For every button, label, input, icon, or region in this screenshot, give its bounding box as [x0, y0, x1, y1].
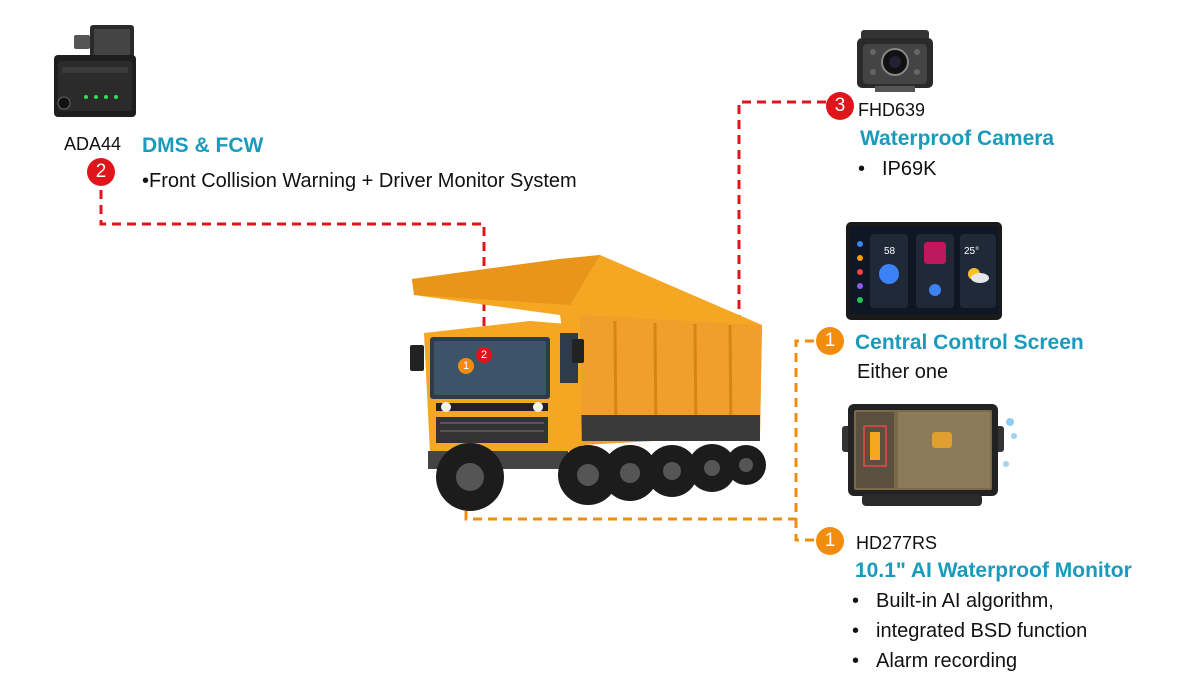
camera-title: Waterproof Camera [860, 127, 1055, 150]
screen-subtitle: Either one [857, 361, 949, 383]
monitor-title: 10.1" AI Waterproof Monitor [855, 559, 1132, 582]
monitor-connector [794, 519, 814, 542]
screen-tile-right-value: 25° [964, 246, 980, 257]
screen-tile-left-value: 58 [884, 246, 896, 257]
camera-image [855, 30, 935, 92]
control-screen-image: 58 25° [846, 222, 1002, 320]
monitor-bullets: Built-in AI algorithm, integrated BSD fu… [852, 586, 1087, 676]
camera-connector [737, 100, 826, 335]
dms-badge: 2 [87, 158, 115, 186]
monitor-bullet: Alarm recording [852, 646, 1087, 676]
truck-badge-cab: 2 [476, 347, 492, 363]
dms-device-image [52, 25, 138, 117]
screen-badge: 1 [816, 327, 844, 355]
dms-title: DMS & FCW [142, 134, 264, 157]
camera-bullets: IP69K [858, 154, 936, 184]
camera-badge: 3 [826, 92, 854, 120]
truck-badge-front: 1 [458, 358, 474, 374]
dms-model: ADA44 [64, 134, 122, 154]
dms-description: •Front Collision Warning + Driver Monito… [142, 170, 577, 192]
screen-title: Central Control Screen [855, 331, 1084, 354]
monitor-bullet: integrated BSD function [852, 616, 1087, 646]
monitor-bullet: Built-in AI algorithm, [852, 586, 1087, 616]
monitor-image [842, 402, 1022, 510]
camera-model: FHD639 [858, 100, 926, 120]
dump-truck-image: 1 2 [410, 255, 766, 513]
monitor-badge: 1 [816, 527, 844, 555]
camera-bullet: IP69K [858, 154, 936, 184]
monitor-model: HD277RS [856, 533, 938, 553]
